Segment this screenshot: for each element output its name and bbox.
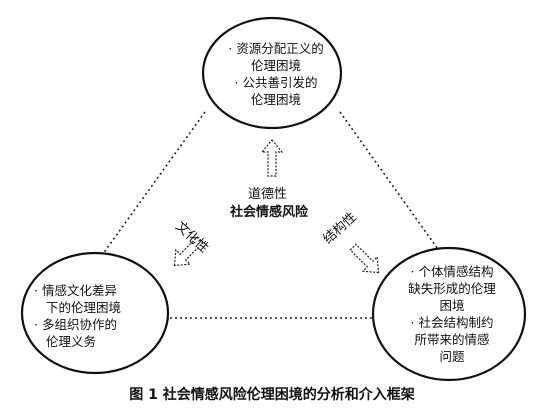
node-top-line-2: 伦理困境 xyxy=(250,58,301,73)
node-right-line-5: 所带来的情感 xyxy=(414,332,490,347)
node-left-line-2: 下的伦理困境 xyxy=(46,300,122,315)
node-left-line-4: 伦理义务 xyxy=(46,334,97,349)
edge-top-right xyxy=(339,111,441,253)
arrow-down-left-icon xyxy=(173,236,204,267)
node-top-circle xyxy=(201,16,343,130)
node-left-line-1: · 情感文化差异 xyxy=(34,283,117,298)
node-right-circle xyxy=(371,246,527,382)
node-right-line-4: · 社会结构制约 xyxy=(410,315,494,330)
node-top-line-4: 伦理困境 xyxy=(250,92,301,107)
node-right-text: · 个体情感结构 缺失形成的伦理 困境 · 社会结构制约 所带来的情感 问题 xyxy=(386,263,518,365)
arrow-down-right-icon xyxy=(349,243,380,274)
figure-caption: 图 1 社会情感风险伦理困境的分析和介入框架 xyxy=(129,387,415,403)
node-left-text: · 情感文化差异 下的伦理困境 · 多组织协作的 伦理义务 xyxy=(34,282,154,350)
node-left-line-3: · 多组织协作的 xyxy=(34,317,117,332)
ethics-label: 道德性 xyxy=(248,187,288,202)
center-title: 社会情感风险 xyxy=(230,205,309,220)
node-left-circle xyxy=(20,251,170,375)
node-right-line-6: 问题 xyxy=(439,349,465,364)
node-top-text: · 资源分配正义的 伦理困境 · 公共善引发的 伦理困境 xyxy=(212,40,340,108)
node-right-line-2: 缺失形成的伦理 xyxy=(408,281,496,296)
arrow-up-icon xyxy=(260,139,284,177)
node-top-line-3: · 公共善引发的 xyxy=(234,75,318,90)
node-right-line-3: 困境 xyxy=(439,298,465,313)
node-right-line-1: · 个体情感结构 xyxy=(410,264,494,279)
node-top-line-1: · 资源分配正义的 xyxy=(228,41,324,56)
